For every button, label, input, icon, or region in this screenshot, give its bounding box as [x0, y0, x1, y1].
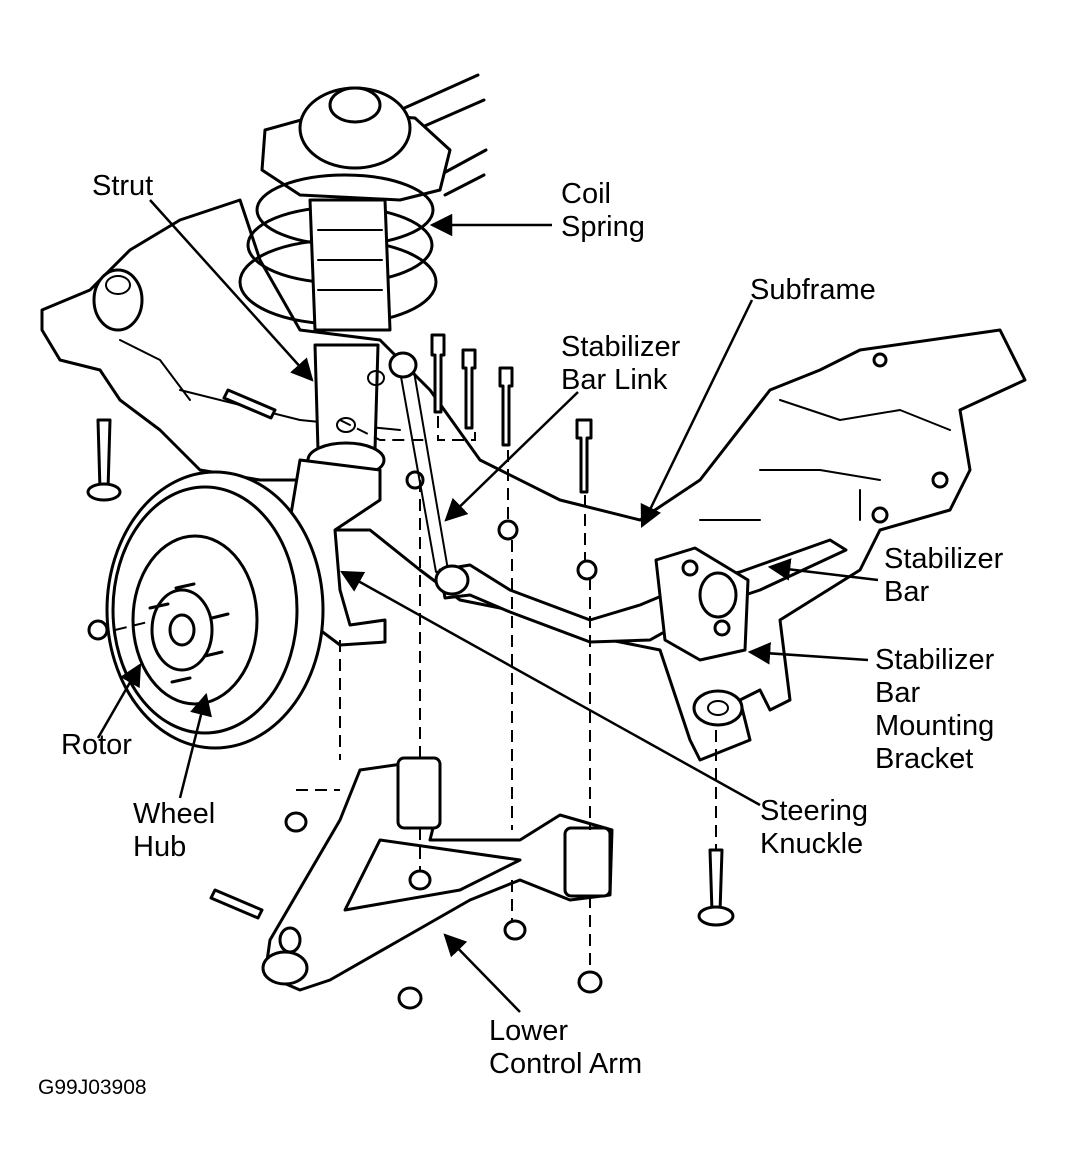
label-coil-spring: Coil Spring	[561, 178, 645, 243]
rotor-shape	[105, 470, 325, 750]
strut-shape	[306, 343, 386, 479]
leader-lines	[96, 199, 879, 1013]
label-stabilizer-bar-link: Stabilizer Bar Link	[561, 331, 681, 396]
label-rotor: Rotor	[61, 729, 132, 761]
coil-spring-shape	[238, 86, 452, 332]
label-stabilizer-bar: Stabilizer Bar	[884, 543, 1004, 608]
wheel-hub-shape	[87, 582, 230, 684]
lower-control-arm-shape	[261, 756, 614, 1010]
body-rail	[398, 73, 488, 197]
stabilizer-bar-link-shape	[388, 351, 470, 596]
label-wheel-hub: Wheel Hub	[133, 798, 216, 863]
label-stabilizer-bar-mounting-bracket: Stabilizer Bar Mounting Bracket	[875, 644, 995, 775]
assembly-lines	[114, 416, 717, 972]
label-strut: Strut	[92, 170, 154, 202]
label-subframe: Subframe	[750, 274, 876, 306]
label-steering-knuckle: Steering Knuckle	[760, 795, 869, 860]
stabilizer-bar-mounting-bracket-shape	[654, 546, 750, 662]
label-lower-control-arm: Lower Control Arm	[489, 1015, 643, 1080]
figure-code: G99J03908	[38, 1076, 147, 1099]
fasteners	[86, 333, 735, 994]
